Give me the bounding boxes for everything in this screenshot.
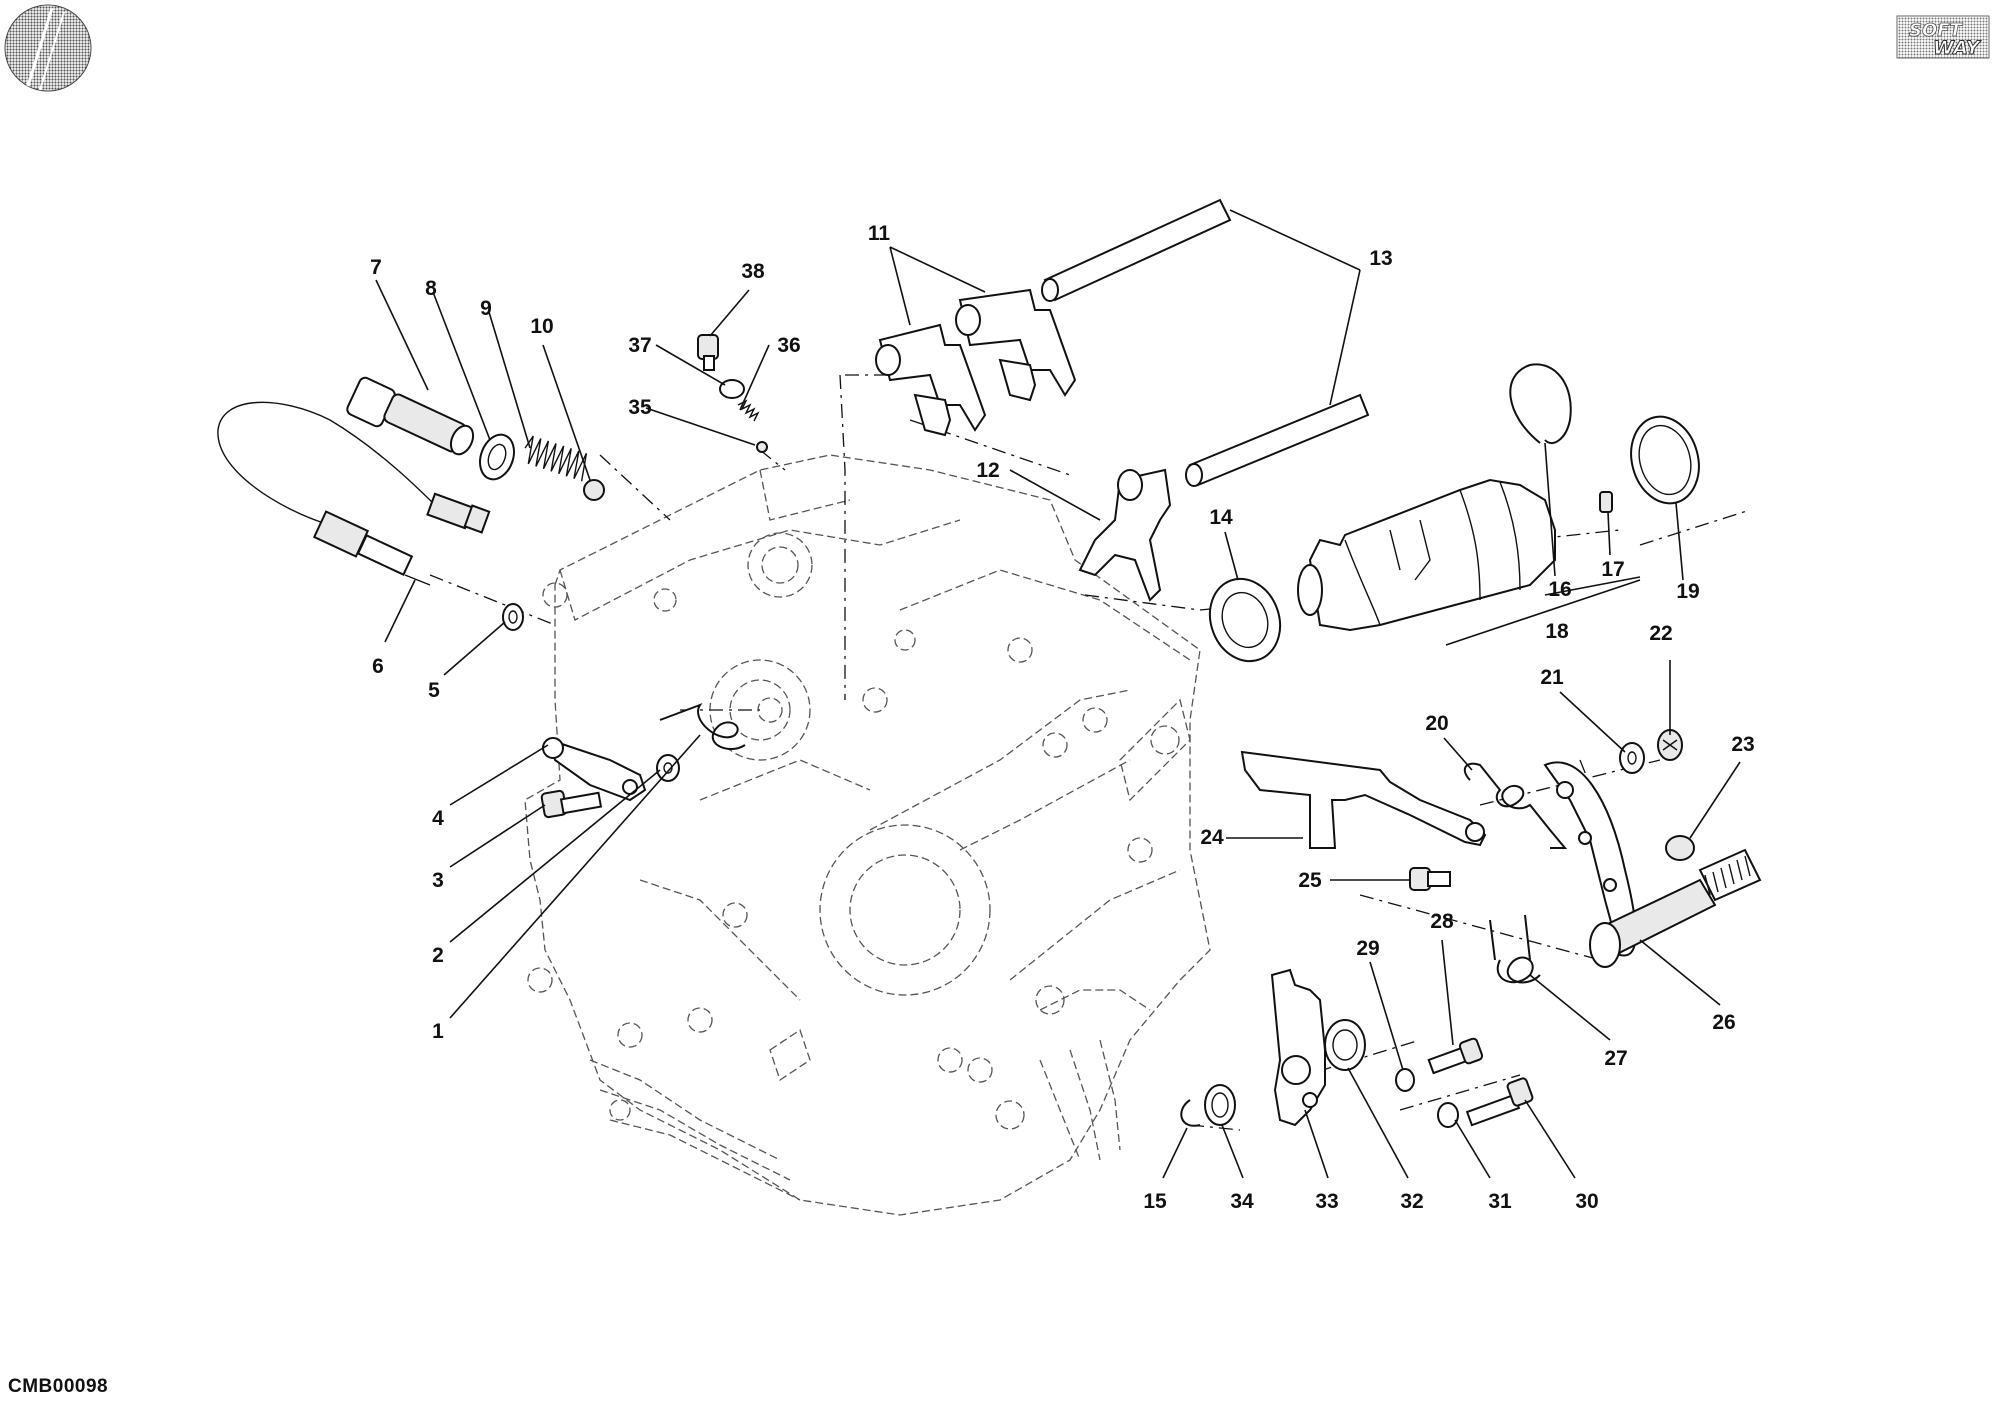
bolt-30 (1465, 1077, 1534, 1127)
bolt-3 (540, 789, 603, 819)
callout-6: 6 (372, 655, 384, 678)
washer-29 (1395, 1068, 1415, 1092)
corner-circle-mark (4, 4, 92, 92)
callout-31: 31 (1488, 1190, 1512, 1213)
callout-13: 13 (1369, 247, 1392, 270)
spring-20 (1463, 762, 1568, 849)
washer-34 (1204, 1084, 1236, 1126)
callout-11: 11 (868, 222, 891, 245)
washer-2 (656, 754, 680, 782)
circlip-16 (1509, 363, 1572, 445)
washer-8 (479, 433, 515, 481)
nut-23 (1665, 835, 1695, 861)
callout-38: 38 (741, 260, 765, 283)
selector-drum (1297, 478, 1556, 632)
crankcase (524, 454, 1211, 1216)
washer-5 (502, 603, 524, 631)
callout-14: 14 (1209, 506, 1233, 529)
callout-5: 5 (428, 679, 440, 702)
bolt-25 (1409, 867, 1451, 891)
callout-labels: 1 2 3 4 5 6 7 8 9 10 11 12 13 14 15 16 1… (370, 222, 1755, 1213)
callout-33: 33 (1315, 1190, 1338, 1213)
screw-assembly-35-38 (697, 334, 768, 453)
callout-20: 20 (1425, 712, 1448, 735)
callout-22: 22 (1649, 622, 1672, 645)
callout-1: 1 (432, 1020, 444, 1043)
callout-29: 29 (1356, 937, 1379, 960)
washer-31 (1437, 1102, 1459, 1128)
bearing-ring-14 (1208, 577, 1282, 663)
shift-fork-single (1078, 468, 1172, 602)
logo-text-way: WAY (1933, 37, 1982, 59)
callout-15: 15 (1143, 1190, 1167, 1213)
callout-28: 28 (1430, 910, 1454, 933)
callout-36: 36 (777, 334, 800, 357)
softway-logo: SOFT WAY (1896, 15, 1990, 60)
callout-4: 4 (432, 807, 444, 830)
assembly-axes (429, 374, 1751, 1131)
callout-8: 8 (425, 277, 437, 300)
detent-lever-4 (542, 737, 647, 802)
ring-32 (1324, 1019, 1366, 1071)
shift-lever (1240, 750, 1487, 849)
callout-23: 23 (1731, 733, 1754, 756)
callout-12: 12 (976, 459, 999, 482)
leader-lines (375, 209, 1741, 1179)
callout-24: 24 (1200, 826, 1224, 849)
callout-16: 16 (1548, 578, 1571, 601)
callout-26: 26 (1712, 1011, 1735, 1034)
callout-2: 2 (432, 944, 444, 967)
retaining-plate (1270, 968, 1326, 1127)
document-code: CMB00098 (8, 1376, 109, 1397)
pin-17 (1599, 491, 1613, 513)
logo-text-soft: SOFT (1909, 20, 1964, 41)
spring-27 (1489, 914, 1541, 984)
callout-34: 34 (1230, 1190, 1254, 1213)
callout-25: 25 (1298, 869, 1322, 892)
shift-fork-pair (875, 288, 1077, 437)
spring-9 (524, 435, 588, 482)
callout-18: 18 (1545, 620, 1569, 643)
callout-10: 10 (530, 315, 553, 338)
circlip-15 (1180, 1099, 1201, 1127)
callout-17: 17 (1601, 558, 1624, 581)
callout-32: 32 (1400, 1190, 1423, 1213)
callout-30: 30 (1575, 1190, 1598, 1213)
bolt-28 (1427, 1037, 1484, 1075)
callout-37: 37 (628, 334, 651, 357)
washer-21 (1619, 742, 1645, 774)
callout-7: 7 (370, 256, 382, 279)
callout-3: 3 (432, 869, 444, 892)
callout-21: 21 (1540, 666, 1564, 689)
callout-19: 19 (1676, 580, 1699, 603)
callout-35: 35 (628, 396, 652, 419)
ball-10 (583, 479, 605, 501)
sensor-with-cable (217, 401, 491, 586)
spring-1 (659, 702, 746, 750)
shift-shaft (1543, 761, 1762, 968)
callout-27: 27 (1604, 1047, 1627, 1070)
ring-19 (1630, 415, 1700, 505)
callout-9: 9 (480, 297, 492, 320)
screw-plug (346, 376, 475, 456)
fork-shafts (1041, 198, 1370, 487)
